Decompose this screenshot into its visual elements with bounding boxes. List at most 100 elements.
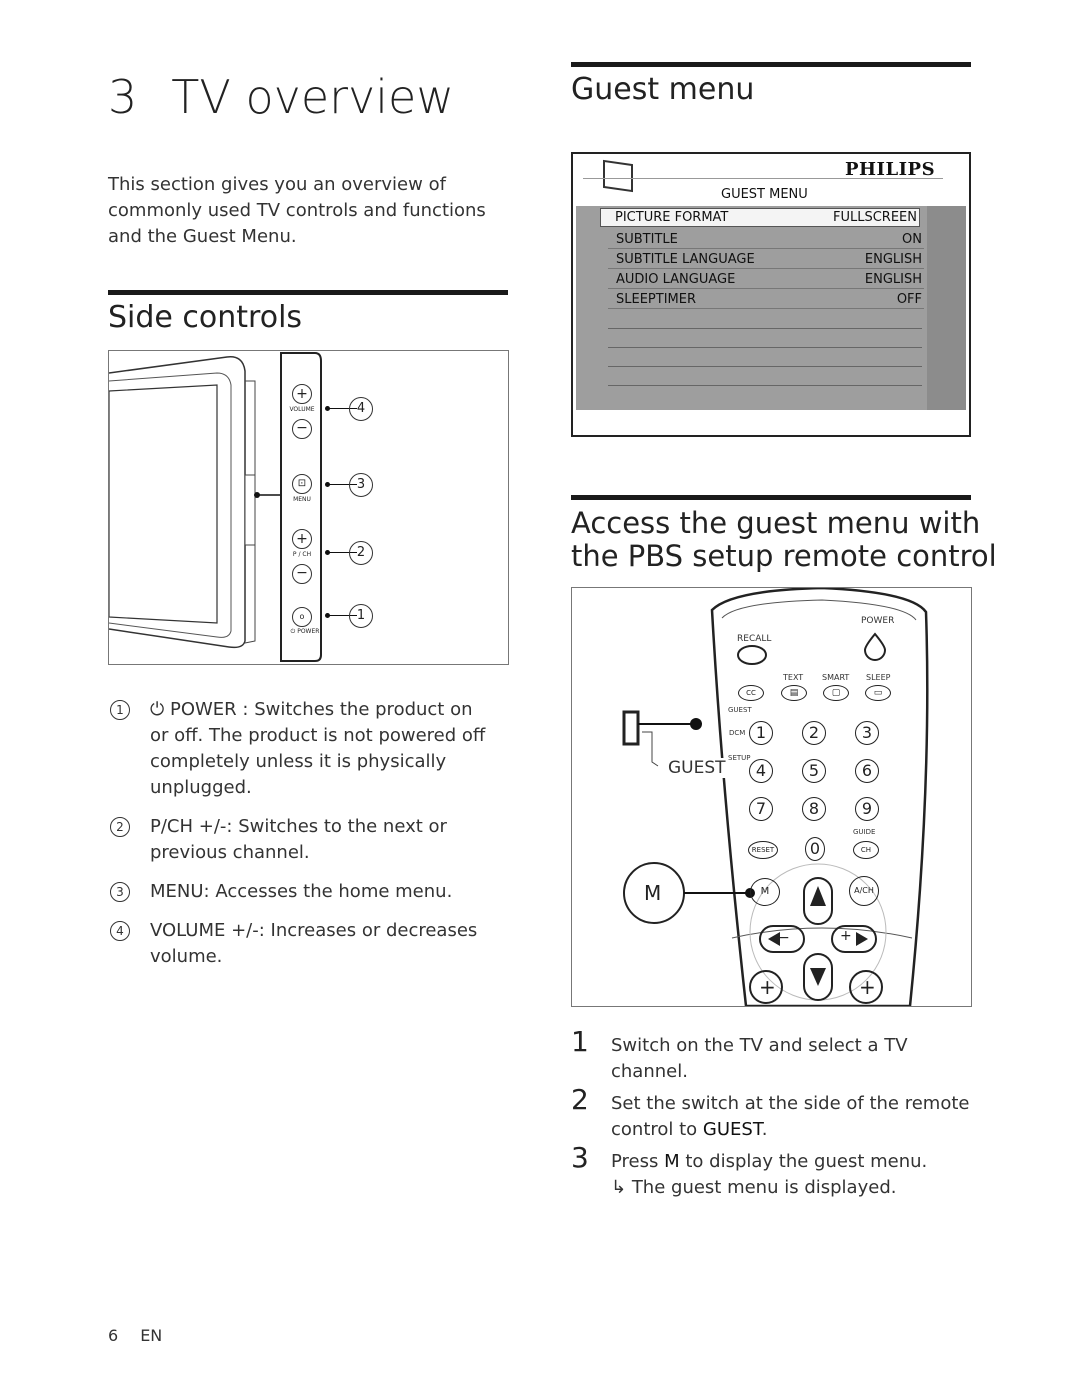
section-rule-access — [571, 495, 971, 500]
pch-plus-button: + — [292, 529, 312, 549]
text-label: TEXT — [783, 673, 804, 682]
callout-dot-1 — [325, 613, 330, 618]
callout-line-2 — [327, 552, 357, 553]
row-value: FULLSCREEN — [833, 210, 917, 225]
section-rule-side-controls — [108, 290, 508, 295]
page-number: 6 — [108, 1326, 119, 1345]
item-name: P/CH +/- — [150, 816, 227, 837]
step-strong: M — [664, 1151, 680, 1172]
volume-minus-button: − — [292, 419, 312, 439]
callout-dot-3 — [325, 482, 330, 487]
header-rule — [583, 178, 943, 179]
heading-side-controls: Side controls — [108, 300, 303, 335]
step-number: 2 — [571, 1083, 589, 1116]
power-label: ⏻ POWER — [290, 628, 320, 635]
digit-9-button: 9 — [855, 797, 879, 821]
digit-2-button: 2 — [802, 721, 826, 745]
chapter-title-text: TV overview — [171, 70, 454, 124]
menu-row-sleeptimer[interactable]: SLEEPTIMER OFF — [608, 290, 924, 309]
intro-paragraph: This section gives you an overview of co… — [108, 174, 486, 247]
step-number: 1 — [571, 1025, 589, 1058]
row-value: OFF — [896, 292, 922, 307]
menu-right-bar — [927, 206, 966, 410]
volume-plus-button: + — [292, 384, 312, 404]
reset-button: RESET — [748, 841, 778, 859]
digit-1-button: 1 — [749, 721, 773, 745]
ch-button: CH — [853, 841, 879, 859]
digit-0-button: 0 — [805, 837, 825, 861]
list-item: 1 ⏻ POWER : Switches the product on or o… — [110, 697, 490, 801]
smart-label: SMART — [822, 673, 850, 682]
heading-guest-menu: Guest menu — [571, 72, 755, 107]
callout-1: 1 — [349, 604, 373, 628]
callout-dot-2 — [325, 550, 330, 555]
digit-7-button: 7 — [749, 797, 773, 821]
row-label: SUBTITLE — [616, 232, 678, 247]
guide-label: GUIDE — [853, 828, 876, 836]
guest-small-label: GUEST — [728, 706, 752, 714]
item-name: MENU — [150, 881, 204, 902]
philips-logo: PHILIPS — [845, 159, 936, 180]
list-item: 2 P/CH +/-: Switches to the next or prev… — [110, 814, 490, 866]
page-footer: 6 EN — [108, 1326, 184, 1345]
callout-3: 3 — [349, 473, 373, 497]
step-item: 2 Set the switch at the side of the remo… — [571, 1083, 970, 1141]
ach-button: A/CH — [849, 876, 879, 906]
menu-label: MENU — [293, 496, 311, 503]
volume-label: VOLUME — [289, 406, 315, 413]
row-value: ENGLISH — [864, 272, 922, 287]
digit-5-button: 5 — [802, 759, 826, 783]
smart-button-icon: ▢ — [823, 685, 849, 701]
row-value: ENGLISH — [864, 252, 922, 267]
steps-list: 1 Switch on the TV and select a TV chann… — [571, 1028, 971, 1207]
recall-label: RECALL — [737, 634, 772, 644]
remote-outline — [622, 588, 929, 1006]
item-desc: Switches the product on or off. The prod… — [150, 699, 486, 798]
item-number: 3 — [110, 882, 130, 902]
callout-2: 2 — [349, 541, 373, 565]
heading-access: Access the guest menu with the PBS setup… — [571, 506, 997, 573]
callout-dot-4 — [325, 406, 330, 411]
row-label: SLEEPTIMER — [616, 292, 696, 307]
menu-row-picture-format[interactable]: PICTURE FORMAT FULLSCREEN — [600, 208, 920, 227]
text-button-icon: ▤ — [781, 685, 807, 701]
menu-title: GUEST MENU — [721, 187, 808, 202]
language-code: EN — [140, 1326, 163, 1345]
volume-minus-icon: − — [778, 930, 790, 946]
item-desc: Switches to the next or previous channel… — [150, 816, 447, 863]
callout-4: 4 — [349, 397, 373, 421]
item-number: 1 — [110, 700, 130, 720]
chapter-title: 3 TV overview — [108, 70, 454, 124]
digit-4-button: 4 — [749, 759, 773, 783]
row-label: PICTURE FORMAT — [615, 210, 729, 225]
empty-row-line — [608, 366, 922, 367]
step-text: Switch on the TV and select a TV channel… — [611, 1035, 908, 1082]
list-item: 4 VOLUME +/-: Increases or decreases vol… — [110, 918, 490, 970]
item-name: VOLUME +/- — [150, 920, 259, 941]
pch-minus-button: − — [292, 564, 312, 584]
digit-3-button: 3 — [855, 721, 879, 745]
step-result: ↳ The guest menu is displayed. — [611, 1177, 897, 1198]
side-controls-list: 1 ⏻ POWER : Switches the product on or o… — [110, 697, 490, 983]
power-label: POWER — [861, 616, 895, 626]
result-arrow-icon: ↳ — [611, 1177, 632, 1198]
chapter-number: 3 — [108, 70, 138, 124]
power-button: o — [292, 607, 312, 627]
sleep-button-icon: ▭ — [865, 685, 891, 701]
menu-icon: ⊡ — [292, 474, 312, 494]
cc-button: CC — [738, 685, 764, 701]
remote-diagram: POWER RECALL TEXT SMART SLEEP CC ▤ ▢ ▭ G… — [571, 587, 972, 1007]
tv-icon — [603, 159, 633, 193]
step-item: 3 Press M to display the guest menu. ↳ T… — [571, 1144, 971, 1201]
m-button: M — [750, 878, 780, 906]
pch-label: P / CH — [292, 551, 312, 558]
item-desc: Accesses the home menu. — [215, 881, 453, 902]
digit-8-button: 8 — [802, 797, 826, 821]
section-rule-guest-menu — [571, 62, 971, 67]
step-item: 1 Switch on the TV and select a TV chann… — [571, 1028, 971, 1085]
item-number: 4 — [110, 921, 130, 941]
